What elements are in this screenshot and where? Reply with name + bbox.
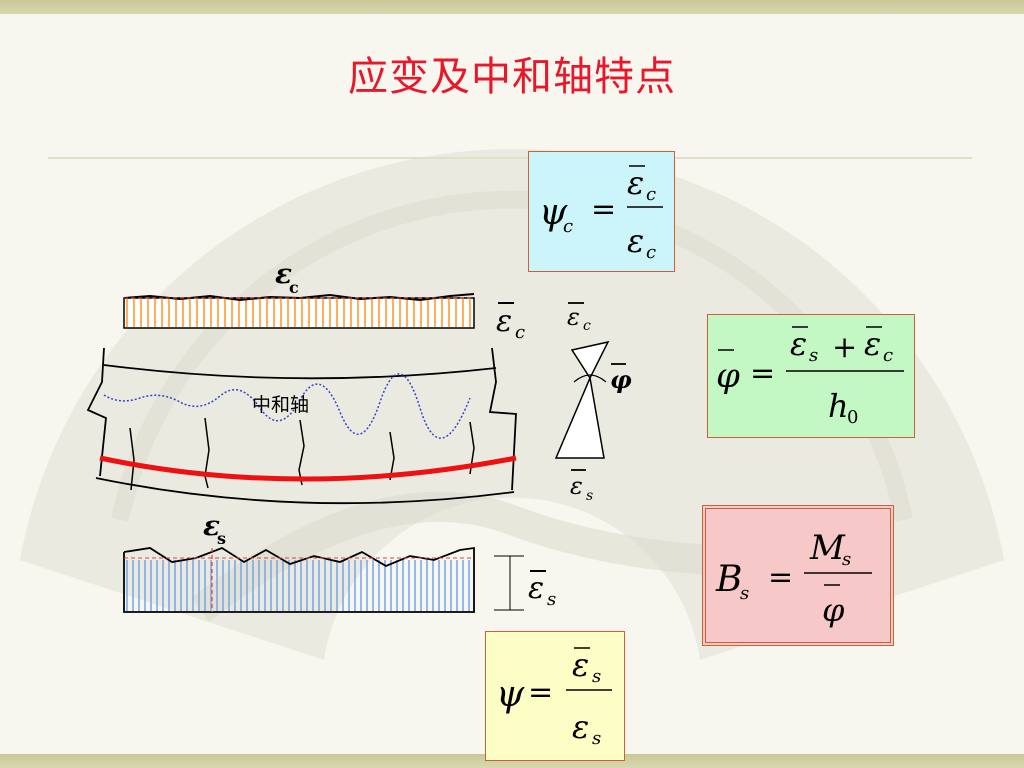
phi-den: h	[828, 387, 849, 425]
Bs-num-sub: s	[842, 549, 851, 570]
epsbar-s-subscript: s	[547, 589, 556, 610]
phi-plus: +	[832, 330, 857, 365]
phi-formula-box: φ = ε s + ε c h 0	[707, 314, 915, 438]
psi-c-num-sub: c	[646, 184, 656, 205]
phi-num-a-sub: s	[809, 345, 818, 366]
epsbar-s-symbol: ε	[528, 571, 544, 606]
Bs-equals: =	[768, 560, 793, 595]
epsbar-c-tri-subscript: c	[583, 318, 591, 334]
phi-lhs: φ	[716, 356, 740, 396]
epsbar-c-subscript: c	[515, 322, 525, 343]
phi-equals: =	[750, 356, 775, 391]
psi-c-lhs: ψ	[539, 192, 568, 233]
strain-triangle	[554, 340, 610, 459]
psi-c-num: ε	[627, 164, 644, 202]
Bs-den: φ	[822, 591, 845, 629]
psi-c-lhs-sub: c	[563, 216, 573, 237]
epsbar-s-dimension	[494, 555, 524, 611]
Bs-num: M	[809, 528, 846, 568]
psi-den-sub: s	[592, 728, 601, 749]
phi-num-b-sub: c	[883, 345, 893, 366]
Bs-lhs-sub: s	[740, 583, 749, 604]
psi-lhs: ψ	[496, 674, 525, 715]
psi-den: ε	[572, 708, 589, 746]
psi-formula-box: ψ = ε s ε s	[485, 631, 625, 761]
phi-num-a: ε	[790, 325, 807, 363]
epsbar-s-tri-subscript: s	[586, 488, 593, 504]
eps-s-symbol: ε	[203, 509, 220, 542]
epsbar-s-tri-symbol: ε	[570, 472, 583, 500]
steel-strain-block	[123, 546, 475, 613]
phi-den-sub: 0	[847, 407, 858, 428]
epsbar-c-tri-symbol: ε	[567, 303, 580, 331]
eps-c-subscript: c	[289, 278, 299, 297]
psi-num-sub: s	[592, 666, 601, 687]
Bs-formula-box: B s = M s φ	[702, 505, 894, 646]
psi-c-formula-box: ψ c = ε c ε c	[528, 151, 675, 272]
cracked-beam	[86, 347, 517, 505]
psi-c-den: ε	[627, 222, 644, 260]
top-band	[0, 0, 1024, 14]
concrete-strain-block	[123, 293, 475, 329]
phi-num-b: ε	[864, 325, 881, 363]
psi-c-den-sub: c	[646, 242, 656, 263]
psi-equals: =	[528, 675, 553, 710]
neutral-axis-label: 中和轴	[252, 394, 309, 416]
title-divider	[48, 157, 972, 159]
psi-num: ε	[572, 646, 589, 684]
eps-c-symbol: ε	[275, 257, 292, 290]
Bs-lhs: B	[715, 559, 742, 600]
phibar-symbol: φ	[610, 365, 632, 394]
eps-s-subscript: s	[217, 529, 226, 548]
page-title: 应变及中和轴特点	[348, 54, 676, 100]
epsbar-c-symbol: ε	[496, 304, 512, 339]
psi-c-equals: =	[591, 192, 616, 227]
bottom-band	[0, 754, 1024, 768]
